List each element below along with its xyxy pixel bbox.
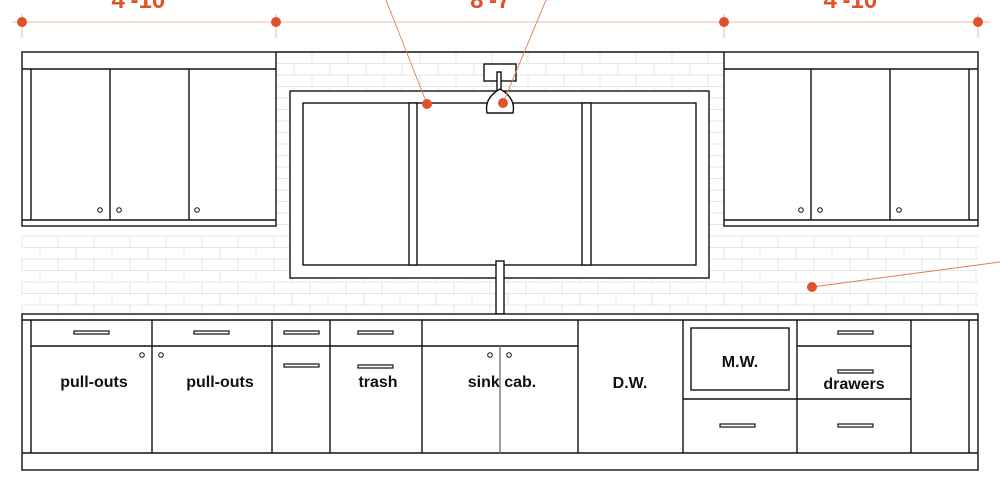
knob bbox=[817, 207, 823, 213]
annotation-marker[interactable] bbox=[422, 99, 432, 109]
faucet bbox=[495, 260, 505, 315]
label-sink-cabinet: sink cab. bbox=[468, 374, 536, 391]
window bbox=[289, 90, 710, 279]
label-pullouts-2: pull-outs bbox=[186, 374, 254, 391]
upper-cabinet-right bbox=[723, 51, 979, 227]
label-trash: trash bbox=[358, 374, 397, 391]
annotation-marker[interactable] bbox=[807, 282, 817, 292]
dimension-marker bbox=[973, 17, 983, 27]
knob bbox=[97, 207, 103, 213]
knob bbox=[798, 207, 804, 213]
label-microwave: M.W. bbox=[722, 354, 758, 371]
knob bbox=[896, 207, 902, 213]
label-pullouts-1: pull-outs bbox=[60, 374, 128, 391]
base-cabinets bbox=[21, 313, 979, 471]
dimension-left: 4'-10" bbox=[111, 0, 176, 14]
leader-line bbox=[385, 0, 428, 105]
upper-cabinet-left bbox=[21, 51, 277, 227]
dimension-right: 4'-10" bbox=[823, 0, 888, 14]
dimension-marker bbox=[17, 17, 27, 27]
label-drawers: drawers bbox=[823, 376, 884, 393]
label-dishwasher: D.W. bbox=[613, 375, 648, 392]
dimension-marker bbox=[271, 17, 281, 27]
knob bbox=[194, 207, 200, 213]
leader-line bbox=[502, 0, 547, 104]
annotation-marker[interactable] bbox=[498, 98, 508, 108]
dimension-center: 8'-7" bbox=[470, 0, 522, 14]
dimension-marker bbox=[719, 17, 729, 27]
leader-line bbox=[811, 261, 1000, 288]
microwave bbox=[690, 327, 790, 391]
knob bbox=[116, 207, 122, 213]
